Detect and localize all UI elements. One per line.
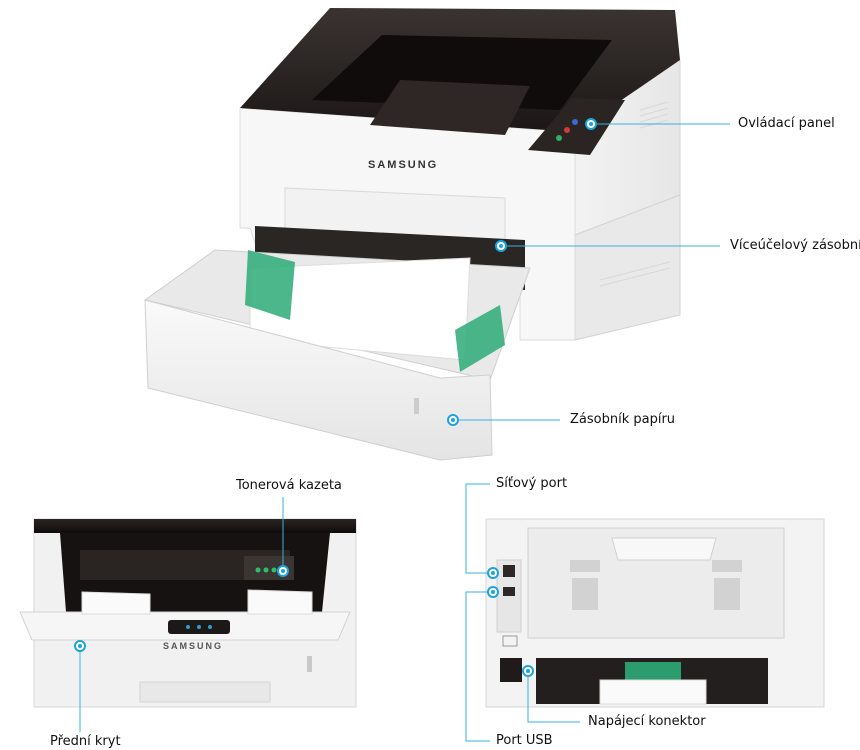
rear-callout-lines: [465, 483, 580, 742]
brand-logo-main: SAMSUNG: [368, 159, 438, 171]
front-callout-lines: [79, 497, 284, 732]
rear-callout-markers: [487, 567, 534, 677]
label-front-cover: Přední kryt: [50, 734, 121, 749]
label-usb-port: Port USB: [496, 733, 553, 748]
main-callout-markers: [447, 118, 597, 426]
label-paper-tray: Zásobník papíru: [570, 412, 676, 427]
label-multipurpose-tray: Víceúčelový zásobník: [730, 238, 860, 253]
main-printer-illustration: SAMSUNG: [143, 8, 681, 461]
label-network-port: Síťový port: [496, 476, 568, 491]
front-callout-markers: [74, 565, 289, 652]
label-control-panel: Ovládací panel: [738, 116, 835, 131]
main-callout-lines: [458, 123, 730, 421]
label-power-connector: Napájecí konektor: [588, 714, 706, 729]
brand-logo-front: SAMSUNG: [163, 641, 223, 651]
label-toner-cartridge: Tonerová kazeta: [236, 478, 342, 493]
rear-printer-illustration: [485, 518, 825, 708]
front-open-printer-illustration: SAMSUNG: [19, 518, 357, 708]
